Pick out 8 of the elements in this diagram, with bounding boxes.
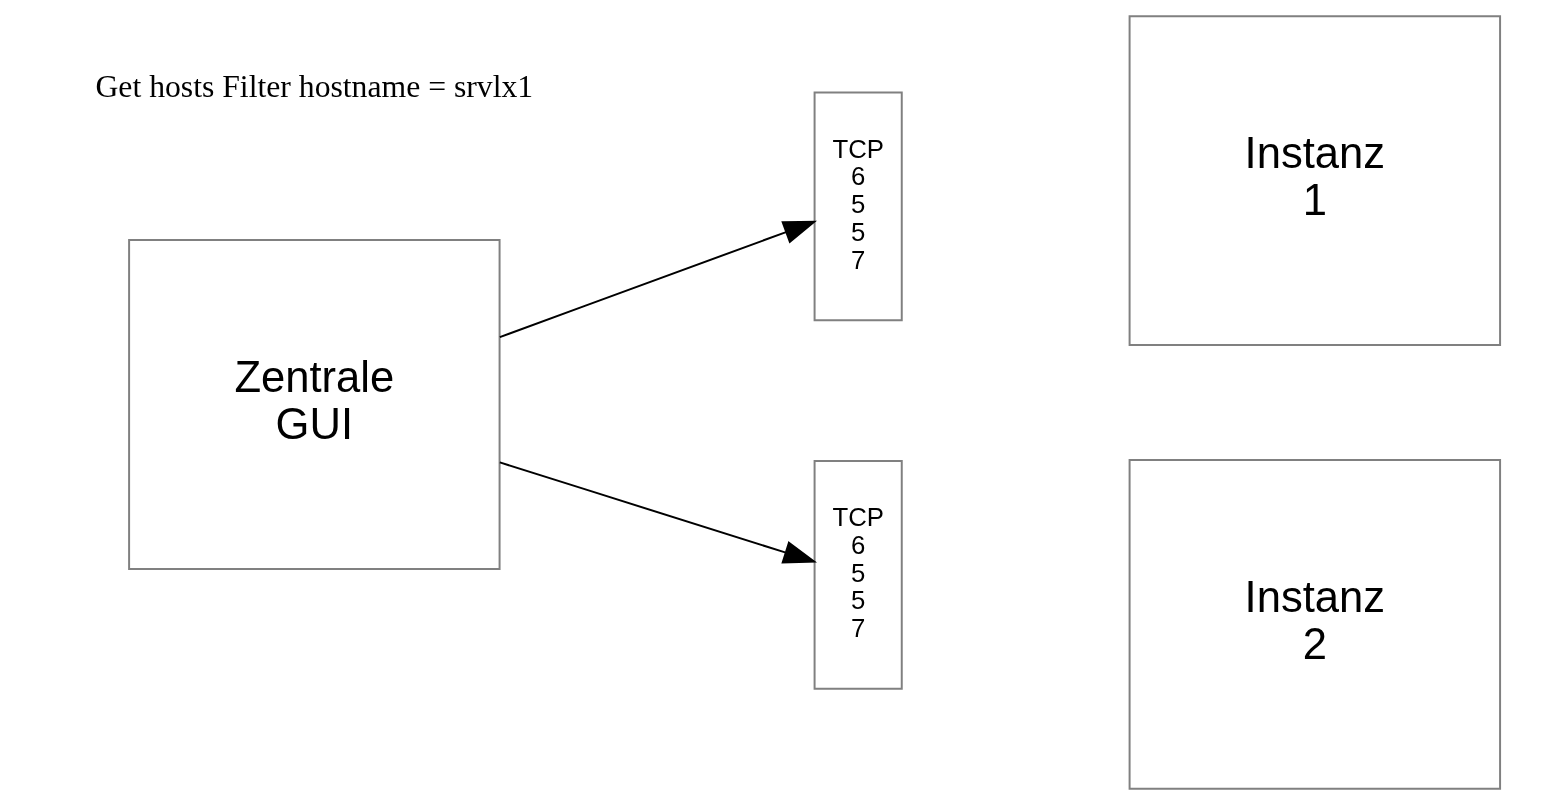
node-box: Zentrale GUI xyxy=(127,239,501,570)
node-box: TCP 6 5 5 7 xyxy=(813,91,903,322)
node-box: Instanz 1 xyxy=(1128,15,1501,347)
node-box: Instanz 2 xyxy=(1128,458,1501,790)
arrow xyxy=(498,461,817,564)
arrow xyxy=(498,220,817,339)
node-box: TCP 6 5 5 7 xyxy=(813,459,903,690)
label: Get hosts Filter hostname = srvlx1 xyxy=(94,69,533,104)
